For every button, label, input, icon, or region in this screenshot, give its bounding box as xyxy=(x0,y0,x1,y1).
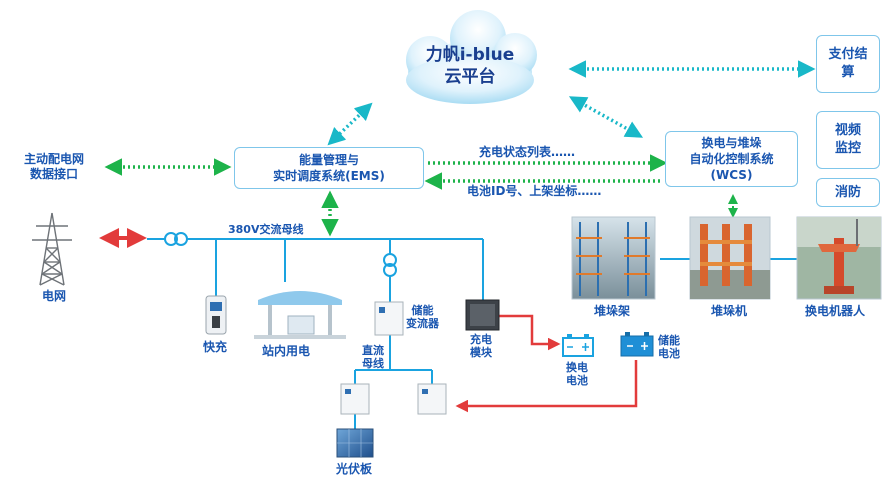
payment-line2: 算 xyxy=(841,65,855,80)
grid-interface-label: 主动配电网 数据接口 xyxy=(14,152,94,182)
grid-label: 电网 xyxy=(42,289,67,303)
storage-battery-line2: 电池 xyxy=(658,347,680,360)
video-line1: 视频 xyxy=(834,123,861,138)
ems-box[interactable]: 能量管理与 实时调度系统(EMS) xyxy=(234,147,424,189)
swap-battery-label: 换电 电池 xyxy=(566,361,588,387)
wcs-line2: 自动化控制系统 xyxy=(689,152,774,166)
storage-battery-line1: 储能 xyxy=(658,334,680,347)
wcs-line3: (WCS) xyxy=(710,168,753,182)
storage-inverter-icon xyxy=(417,383,447,415)
swap-robot-label: 换电机器人 xyxy=(805,304,866,318)
swap-robot-image xyxy=(796,216,882,300)
cloud-wcs-link xyxy=(568,96,644,138)
payment-line1: 支付结 xyxy=(828,47,868,62)
payment-box[interactable]: 支付结 算 xyxy=(816,35,880,93)
cloud-links xyxy=(327,60,816,146)
ems-line2: 实时调度系统(EMS) xyxy=(273,169,385,183)
dc-bus xyxy=(354,335,433,430)
pv-panel-icon xyxy=(336,428,374,458)
battery-id-label: 电池ID号、上架坐标…… xyxy=(467,184,602,198)
cloud-title: 力帆i-blue 云平台 xyxy=(420,44,520,88)
charge-module-label: 充电 模块 xyxy=(470,333,492,359)
charge-status-label: 充电状态列表…… xyxy=(479,145,576,159)
data-links xyxy=(104,154,738,237)
charge-module-icon xyxy=(465,299,500,331)
cloud-title-line1: 力帆i-blue xyxy=(425,45,515,65)
cloud-platform[interactable] xyxy=(406,10,537,104)
cloud-ems-link xyxy=(327,102,373,146)
charge-module-arrow xyxy=(497,314,561,351)
swap-battery-icon xyxy=(562,334,594,357)
stacker-image xyxy=(689,216,771,300)
storage-converter-line1: 储能 xyxy=(411,304,434,317)
grid-interface-line2: 数据接口 xyxy=(29,167,78,181)
ac-bus-label: 380V交流母线 xyxy=(228,223,304,236)
transmission-tower-icon xyxy=(32,212,72,286)
dc-bus-line2: 母线 xyxy=(362,357,384,370)
fire-box[interactable]: 消防 xyxy=(816,178,880,207)
station-power-label: 站内用电 xyxy=(262,344,311,358)
cloud-title-line2: 云平台 xyxy=(444,67,496,87)
swap-battery-line2: 电池 xyxy=(566,374,588,387)
grid-interface-line1: 主动配电网 xyxy=(23,152,84,166)
storage-converter-label: 储能 变流器 xyxy=(406,304,439,330)
charge-module-line1: 充电 xyxy=(470,333,492,346)
ac-bus xyxy=(147,232,800,302)
fire-label: 消防 xyxy=(834,184,861,200)
dc-bus-label: 直流 母线 xyxy=(362,344,384,370)
pv-label: 光伏板 xyxy=(336,462,373,476)
storage-battery-arrow xyxy=(455,360,638,413)
dc-bus-line1: 直流 xyxy=(362,344,384,357)
storage-battery-icon xyxy=(620,332,654,357)
fast-charger-icon xyxy=(205,295,227,335)
stacker-label: 堆垛机 xyxy=(711,304,748,318)
storage-converter-line2: 变流器 xyxy=(406,317,439,330)
video-box[interactable]: 视频 监控 xyxy=(816,111,880,169)
wcs-line1: 换电与堆垛 xyxy=(701,136,762,150)
pv-inverter-icon xyxy=(340,383,370,415)
video-line2: 监控 xyxy=(834,141,861,156)
fast-charge-label: 快充 xyxy=(203,340,228,354)
charge-module-line2: 模块 xyxy=(470,346,492,359)
ems-line1: 能量管理与 xyxy=(298,153,359,167)
storage-battery-label: 储能 电池 xyxy=(658,334,680,360)
stacking-rack-label: 堆垛架 xyxy=(594,304,631,318)
power-flows xyxy=(99,228,638,413)
swap-battery-line1: 换电 xyxy=(566,361,588,374)
station-canopy-icon xyxy=(254,291,346,339)
wcs-box[interactable]: 换电与堆垛 自动化控制系统 (WCS) xyxy=(665,131,798,187)
storage-converter-icon xyxy=(374,301,404,336)
stacking-rack-image xyxy=(571,216,656,300)
